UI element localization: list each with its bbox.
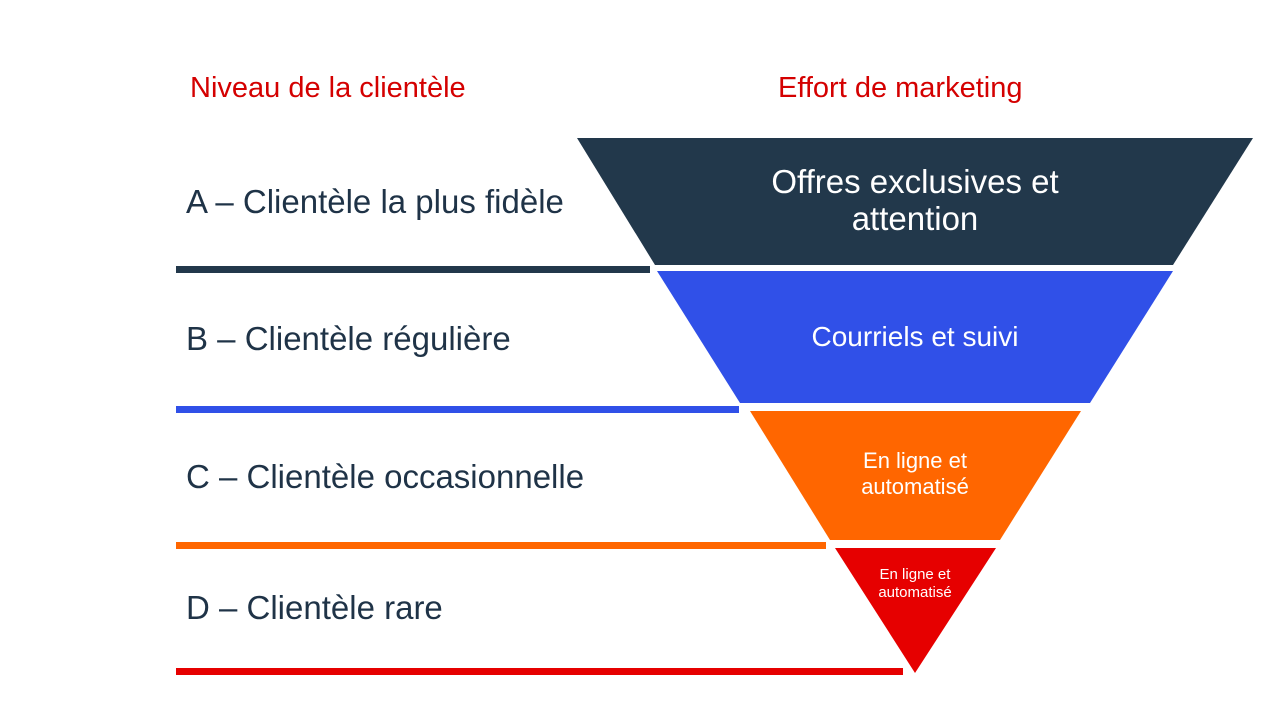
funnel-tier-c (750, 411, 1081, 540)
level-a-bar (176, 266, 650, 273)
effort-heading: Effort de marketing (778, 72, 1023, 104)
level-d-label: D – Clientèle rare (186, 589, 443, 626)
level-d-bar (176, 668, 903, 675)
tier-c-line1: En ligne et (863, 448, 967, 473)
funnel-tier-a (577, 138, 1253, 265)
tier-b-text: Courriels et suivi (700, 321, 1130, 352)
level-b-bar (176, 406, 739, 413)
tier-a-text: Offres exclusives et attention (700, 163, 1130, 238)
tier-a-line1: Offres exclusives et (771, 163, 1059, 200)
tier-c-text: En ligne et automatisé (800, 448, 1030, 501)
level-c-label: C – Clientèle occasionnelle (186, 458, 585, 495)
tier-d-line1: En ligne et (879, 566, 951, 583)
tier-c-line2: automatisé (861, 474, 969, 500)
level-a-label: A – Clientèle la plus fidèle (186, 183, 564, 220)
level-b-label: B – Clientèle régulière (186, 320, 511, 357)
funnel-tier-b (657, 271, 1173, 403)
funnel-tier-d (835, 548, 996, 673)
level-c-bar (176, 542, 826, 549)
levels-heading: Niveau de la clientèle (190, 72, 466, 104)
tier-b-line1: Courriels et suivi (811, 321, 1019, 352)
tier-d-text: En ligne et automatisé (855, 566, 975, 602)
tier-a-line2: attention (851, 199, 979, 237)
tier-d-line2: automatisé (878, 584, 952, 601)
